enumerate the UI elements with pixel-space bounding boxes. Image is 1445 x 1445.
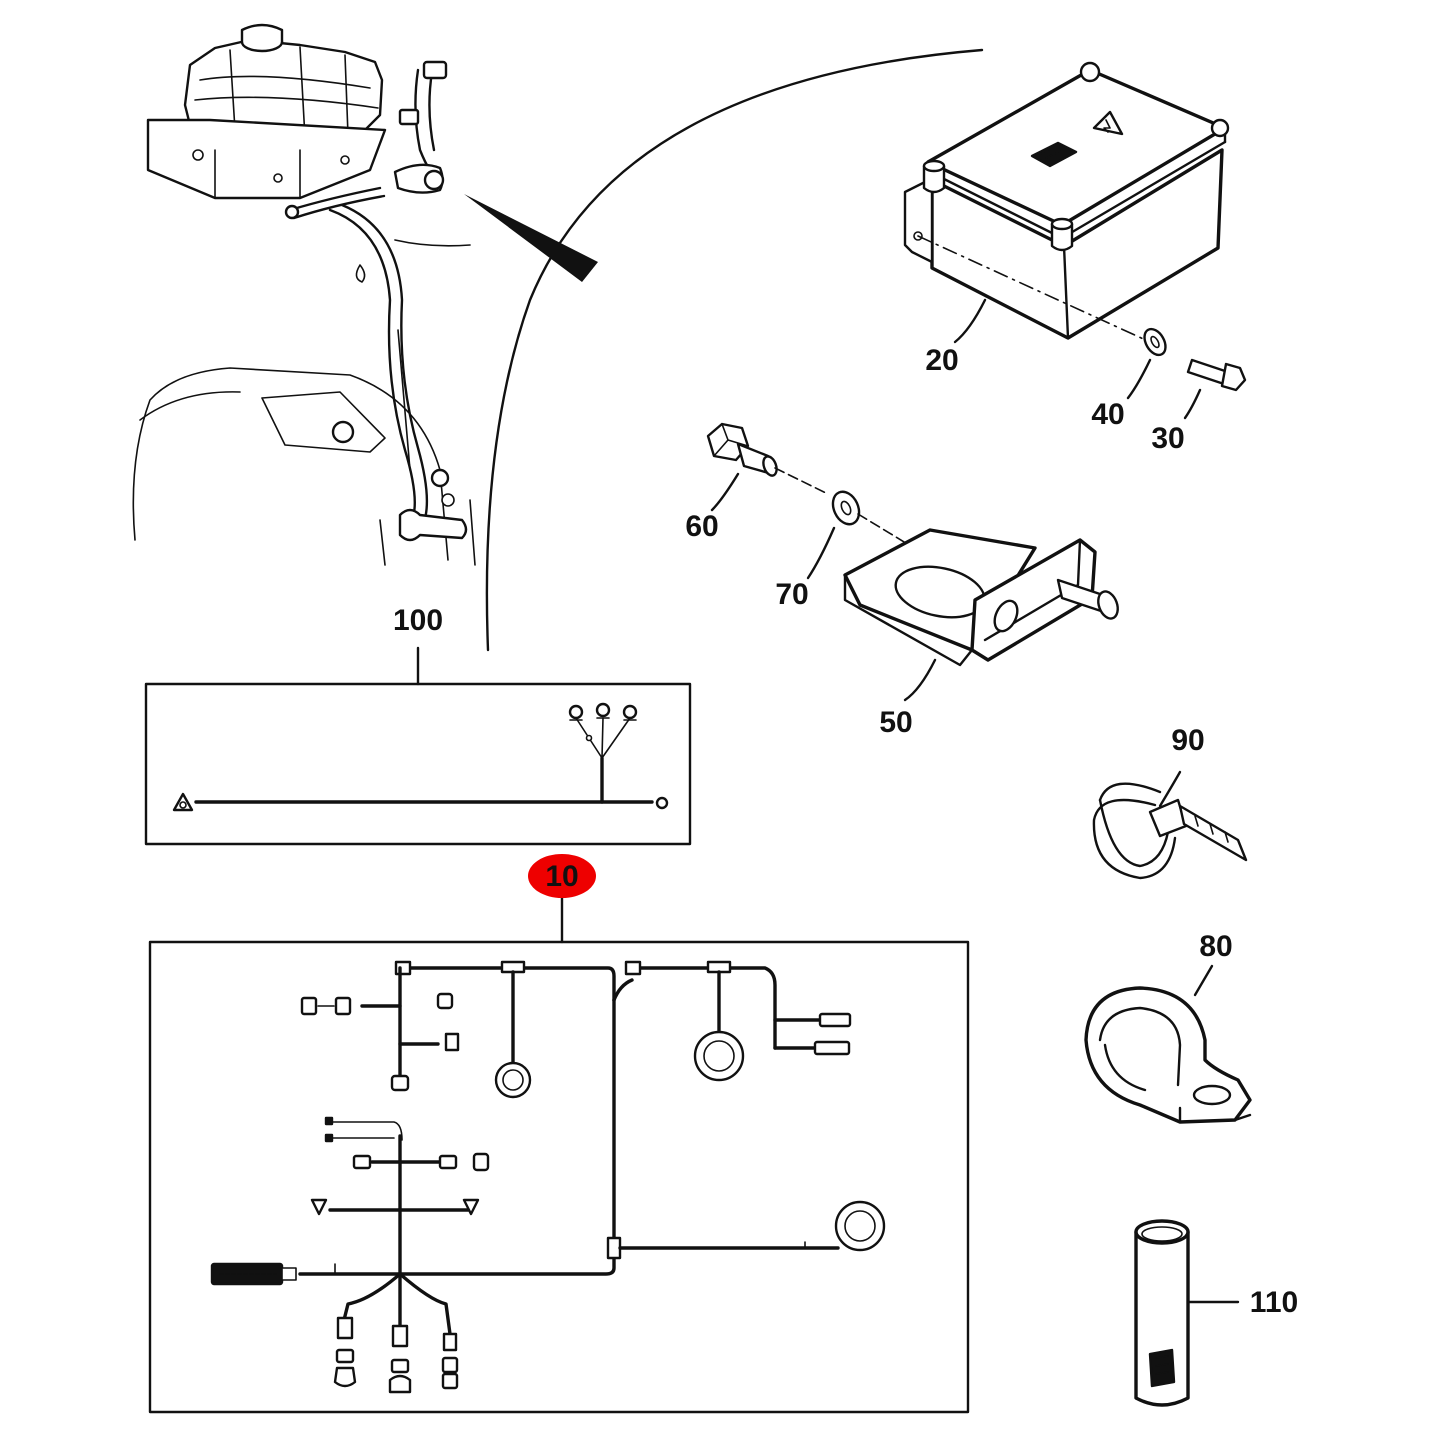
part-50-bracket <box>843 528 1119 702</box>
callout-labels: 10 20 30 40 50 60 70 80 90 100 110 <box>393 344 1298 1319</box>
part-10-main-harness <box>148 896 970 1414</box>
ring-terminal-icon <box>655 796 669 810</box>
part-110-sleeve <box>1134 1219 1240 1407</box>
part-80-p-clip <box>1084 964 1252 1124</box>
callout-20[interactable]: 20 <box>925 344 958 377</box>
callout-100[interactable]: 100 <box>393 604 443 637</box>
callout-40[interactable]: 40 <box>1091 398 1124 431</box>
callout-50[interactable]: 50 <box>879 706 912 739</box>
part-100-harness-panel <box>144 646 692 846</box>
callout-60[interactable]: 60 <box>685 510 718 543</box>
part-30-bolt <box>1183 358 1247 420</box>
part-20-control-box <box>903 61 1230 344</box>
part-60-hex-bolt <box>706 422 829 512</box>
round-connector-icon <box>494 1061 532 1099</box>
zoom-detail-arc <box>464 48 984 652</box>
vehicle-context-view <box>132 23 476 566</box>
callout-10-highlight <box>528 854 596 898</box>
callout-90[interactable]: 90 <box>1171 724 1204 757</box>
callout-30[interactable]: 30 <box>1151 422 1184 455</box>
callout-10[interactable]: 10 <box>545 860 578 893</box>
callout-80[interactable]: 80 <box>1199 930 1232 963</box>
part-70-washer <box>806 490 981 589</box>
callout-70[interactable]: 70 <box>775 578 808 611</box>
part-90-cable-tie <box>1092 770 1248 880</box>
callout-110[interactable]: 110 <box>1250 1286 1298 1319</box>
part-40-washer <box>1126 327 1167 400</box>
plug-connector-icon <box>818 1012 852 1028</box>
